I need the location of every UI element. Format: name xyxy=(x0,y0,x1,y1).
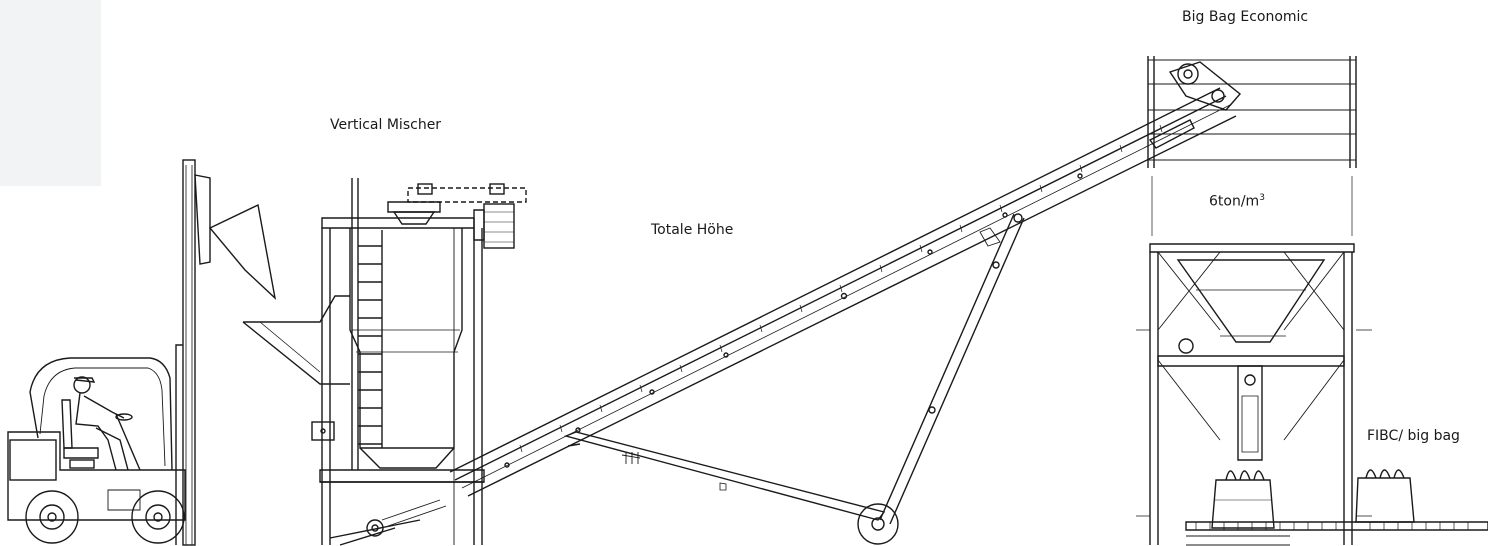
big-bag-economic-label: Big Bag Economic xyxy=(1182,9,1309,25)
vertical-mischer-label: Vertical Mischer xyxy=(330,117,442,133)
big-bag-station xyxy=(1136,56,1488,546)
capacity-superscript: 3 xyxy=(1259,193,1265,203)
left-background-band xyxy=(0,0,101,186)
conveyor-supports xyxy=(563,213,1025,545)
capacity-label: 6ton/m3 xyxy=(1209,193,1265,210)
fibc-big-bag-label: FIBC/ big bag xyxy=(1367,428,1460,444)
feed-hopper xyxy=(242,295,350,385)
inclined-conveyor xyxy=(449,61,1242,497)
vertical-mixer xyxy=(311,178,527,546)
capacity-value: 6ton/m xyxy=(1209,193,1260,210)
totale-hoehe-label: Totale Höhe xyxy=(651,222,734,238)
forklift xyxy=(7,159,277,546)
